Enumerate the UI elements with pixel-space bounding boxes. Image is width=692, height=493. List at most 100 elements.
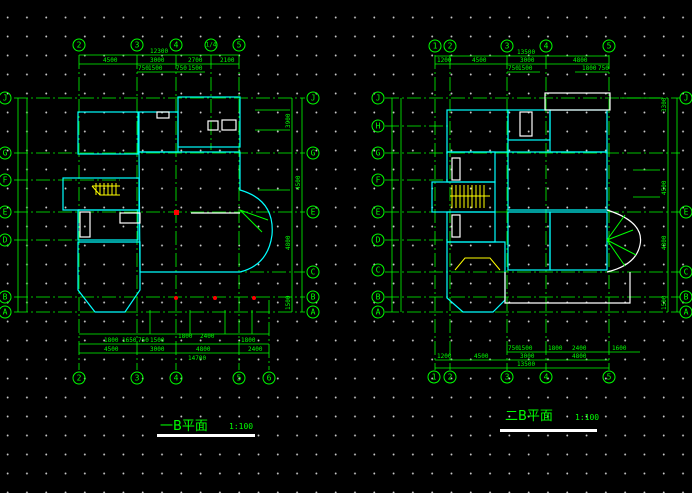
dim-text: 1500 (518, 345, 533, 352)
svg-text:D: D (376, 236, 381, 245)
axis-bubble: 6 (262, 371, 276, 385)
axis-bubble: E (306, 205, 320, 219)
axis-bubble: 5 (602, 370, 616, 384)
dim-text: 3000 (520, 353, 535, 360)
dim-text: 750 (508, 65, 519, 72)
axis-bubble: 5 (602, 39, 616, 53)
axis-bubble: 4 (539, 39, 553, 53)
axis-bubbles: 1 2 3 4 5 1 2 3 4 5 J H G F E D C B A J … (371, 39, 692, 384)
svg-text:3: 3 (505, 373, 510, 382)
dim-text: 750 (138, 65, 149, 72)
plan-2: 13500 1200 4500 3000 4800 750 1500 1800 … (371, 39, 692, 432)
plan-1-scale: 1:100 (229, 422, 253, 431)
svg-text:4: 4 (174, 41, 179, 50)
dim-text: 750 (598, 65, 609, 72)
svg-text:3: 3 (505, 42, 510, 51)
title-underline (157, 434, 255, 437)
dim-text: 1500 (518, 65, 533, 72)
axis-bubble: 3 (130, 371, 144, 385)
title-underline (500, 429, 597, 432)
axis-bubble: 1 (427, 370, 441, 384)
axis-bubble: B (306, 290, 320, 304)
axis-bubble: C (371, 263, 385, 277)
axis-bubble: 4 (169, 371, 183, 385)
svg-text:E: E (684, 208, 689, 217)
dim-text: 4800 (661, 235, 668, 250)
dim-text: 4500 (295, 175, 302, 190)
axis-bubble: E (0, 205, 12, 219)
axis-bubble: 5 (232, 38, 246, 52)
axis-bubble: F (0, 173, 12, 187)
svg-text:2: 2 (77, 41, 82, 50)
dim-text: 750 (176, 65, 187, 72)
svg-text:B: B (684, 293, 689, 302)
dim-text: 2100 (220, 57, 235, 64)
dim-total-top: 13500 (517, 49, 535, 56)
svg-text:6: 6 (267, 374, 272, 383)
svg-text:J: J (684, 94, 689, 103)
axis-bubble: G (371, 146, 385, 160)
axis-bubble: 3 (130, 38, 144, 52)
axis-bubble: D (371, 233, 385, 247)
axis-bubble: E (371, 205, 385, 219)
svg-text:5: 5 (237, 41, 242, 50)
dim-text: 3000 (150, 57, 165, 64)
svg-text:J: J (311, 94, 316, 103)
svg-text:F: F (376, 176, 381, 185)
svg-text:G: G (311, 149, 316, 158)
axis-bubble: 4 (169, 38, 183, 52)
svg-text:2: 2 (448, 42, 453, 51)
svg-text:D: D (3, 236, 8, 245)
svg-text:C: C (376, 266, 381, 275)
svg-text:A: A (3, 308, 8, 317)
dim-text: 4800 (285, 235, 292, 250)
svg-text:B: B (376, 293, 381, 302)
svg-text:G: G (376, 149, 381, 158)
svg-text:E: E (3, 208, 8, 217)
svg-text:A: A (376, 308, 381, 317)
svg-text:1: 1 (433, 42, 438, 51)
svg-text:F: F (3, 176, 8, 185)
svg-text:2: 2 (448, 373, 453, 382)
dim-text: 1500 (148, 65, 163, 72)
axis-bubble: 2 (443, 370, 457, 384)
axis-bubble: A (371, 305, 385, 319)
dim-text: 1200 (437, 57, 452, 64)
svg-text:5: 5 (237, 374, 242, 383)
axis-bubble: 3 (500, 370, 514, 384)
stair (91, 183, 120, 196)
dim-text: 4500 (661, 180, 668, 195)
red-markers (174, 210, 256, 300)
axis-bubble: 1/4 (204, 38, 218, 52)
axis-bubble: 2 (72, 38, 86, 52)
svg-text:H: H (376, 122, 381, 131)
svg-text:2: 2 (77, 374, 82, 383)
dim-text: 3000 (520, 57, 535, 64)
svg-text:4: 4 (174, 374, 179, 383)
dim-text: 4800 (573, 57, 588, 64)
svg-text:3: 3 (135, 374, 140, 383)
dim-text: 3300 (661, 97, 668, 112)
axis-bubble: D (0, 233, 12, 247)
plan-1-title: 一B平面 (160, 419, 208, 434)
dim-total-top: 12300 (150, 48, 168, 55)
stair (450, 185, 490, 208)
svg-text:C: C (684, 268, 689, 277)
plan-2-scale: 1:100 (575, 413, 599, 422)
walls (431, 92, 642, 313)
axis-bubble: G (306, 146, 320, 160)
axis-bubble: J (371, 91, 385, 105)
dim-text: 1800 (582, 65, 597, 72)
axis-bubble: 4 (539, 370, 553, 384)
svg-text:B: B (3, 293, 8, 302)
dim-text: 1500 (661, 295, 668, 310)
svg-text:4: 4 (544, 42, 549, 51)
axis-bubble: 2 (443, 39, 457, 53)
dim-text: 1800 (548, 345, 563, 352)
svg-text:G: G (3, 149, 8, 158)
dim-total-bottom: 14700 (188, 355, 206, 362)
plan-2-title: 二B平面 (505, 409, 553, 424)
dim-text: 4500 (474, 353, 489, 360)
dimension-lines (391, 55, 678, 369)
